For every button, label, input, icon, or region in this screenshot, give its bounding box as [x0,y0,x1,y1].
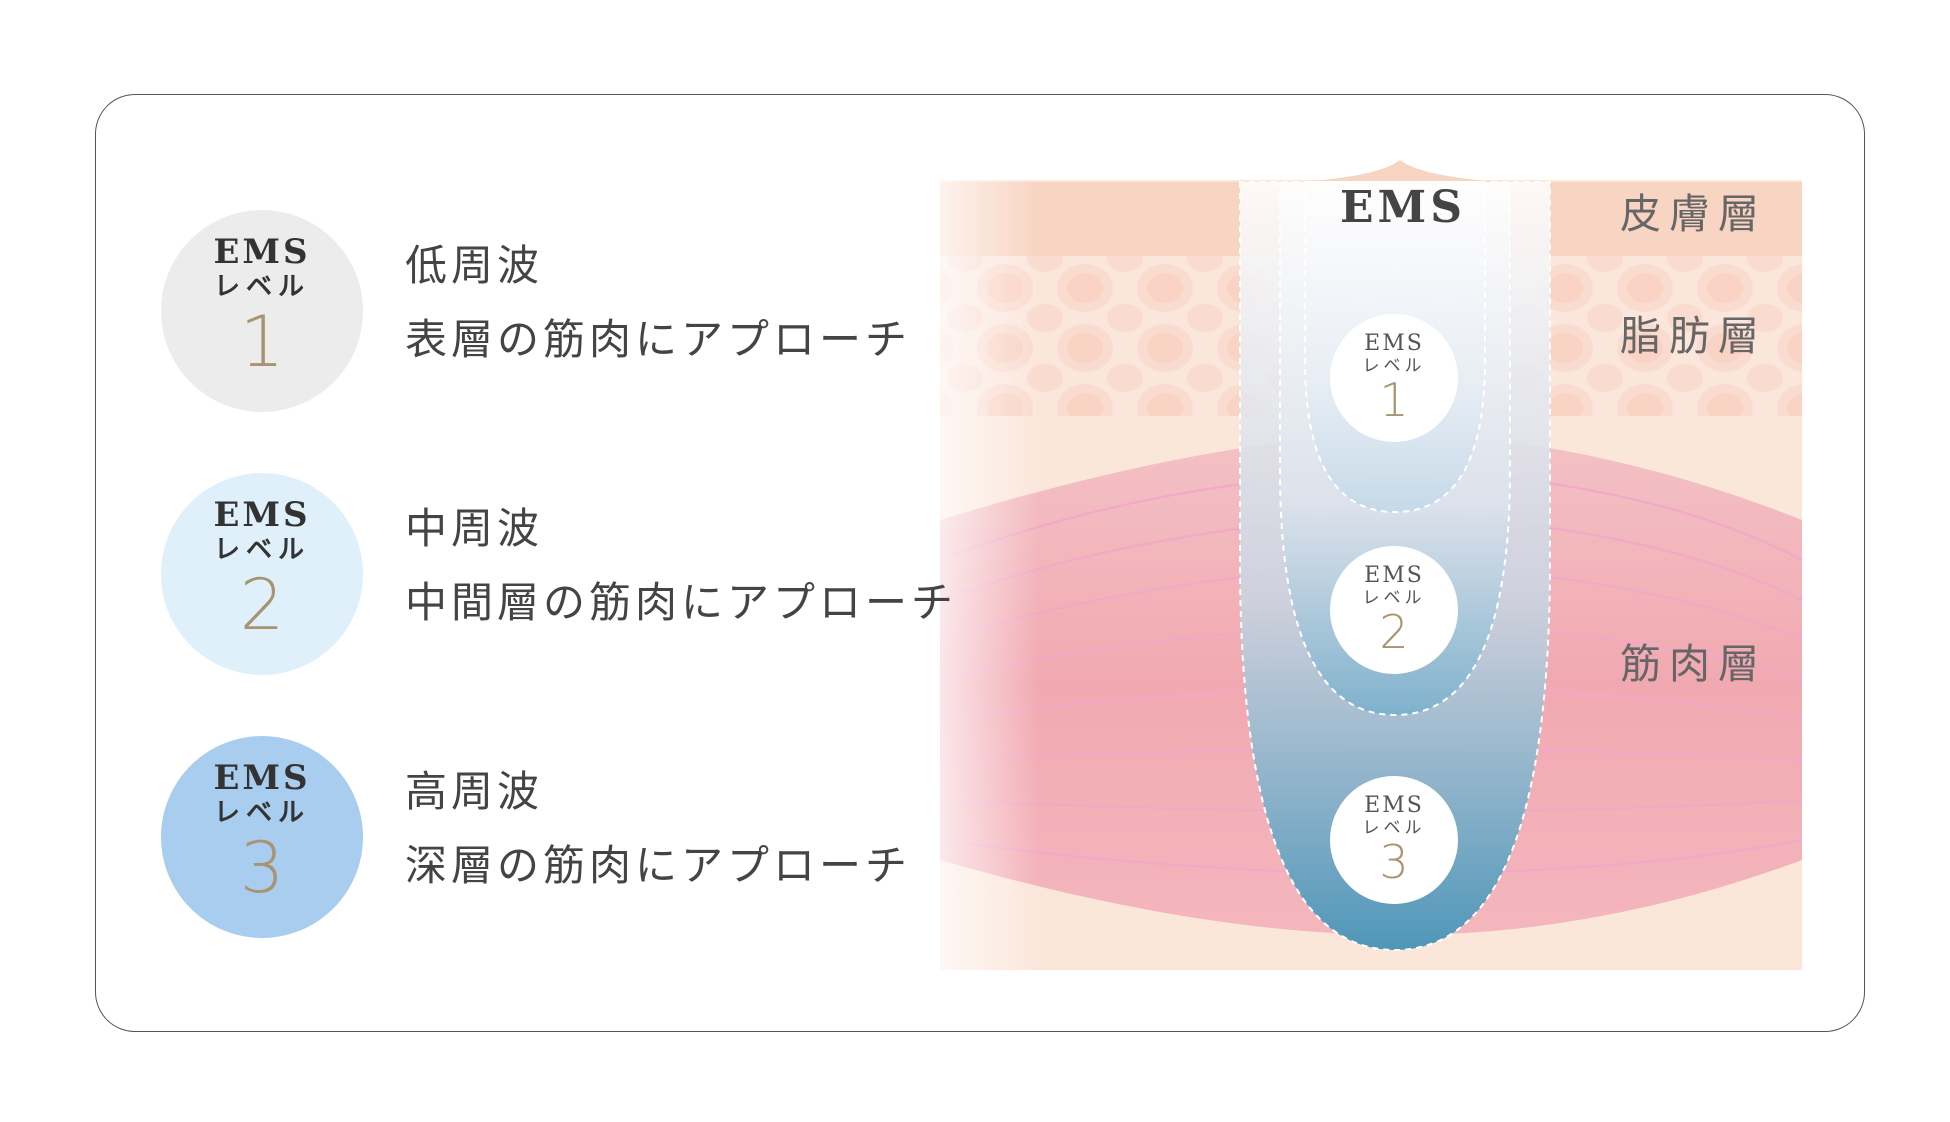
ems-level-2-badge: EMS レベル 2 [161,473,363,675]
badge-level-label: レベル [213,272,310,302]
ems-level-1-marker: EMS レベル 1 [1330,314,1458,442]
ems-level-1-badge: EMS レベル 1 [161,210,363,412]
marker-level-number: 1 [1379,373,1409,427]
level-1-frequency: 低周波 [405,241,544,290]
skin-layer-label: 皮膚層 [1620,190,1767,238]
badge-level-label: レベル [213,798,310,828]
marker-ems-label: EMS [1364,331,1424,356]
marker-level-label: レベル [1362,818,1426,838]
badge-ems-label: EMS [213,758,311,798]
badge-level-number: 3 [239,827,285,909]
level-3-frequency: 高周波 [405,767,544,816]
badge-level-number: 2 [239,564,285,646]
ems-level-3-badge: EMS レベル 3 [161,736,363,938]
marker-level-number: 2 [1379,605,1409,659]
ems-level-3-marker: EMS レベル 3 [1330,776,1458,904]
fat-layer-label: 脂肪層 [1620,312,1767,360]
level-3-description: 深層の筋肉にアプローチ [405,841,912,890]
badge-ems-label: EMS [213,495,311,535]
ems-level-2-marker: EMS レベル 2 [1330,546,1458,674]
ems-beam-label: EMS [1340,182,1467,233]
muscle-layer-label: 筋肉層 [1620,640,1767,688]
badge-level-label: レベル [213,535,310,565]
level-1-description: 表層の筋肉にアプローチ [405,315,912,364]
marker-level-label: レベル [1362,356,1426,376]
marker-level-number: 3 [1379,835,1409,889]
marker-ems-label: EMS [1364,793,1424,818]
level-2-frequency: 中周波 [405,504,544,553]
badge-level-number: 1 [239,301,285,383]
level-2-description: 中間層の筋肉にアプローチ [405,578,958,627]
marker-level-label: レベル [1362,588,1426,608]
badge-ems-label: EMS [213,232,311,272]
marker-ems-label: EMS [1364,563,1424,588]
